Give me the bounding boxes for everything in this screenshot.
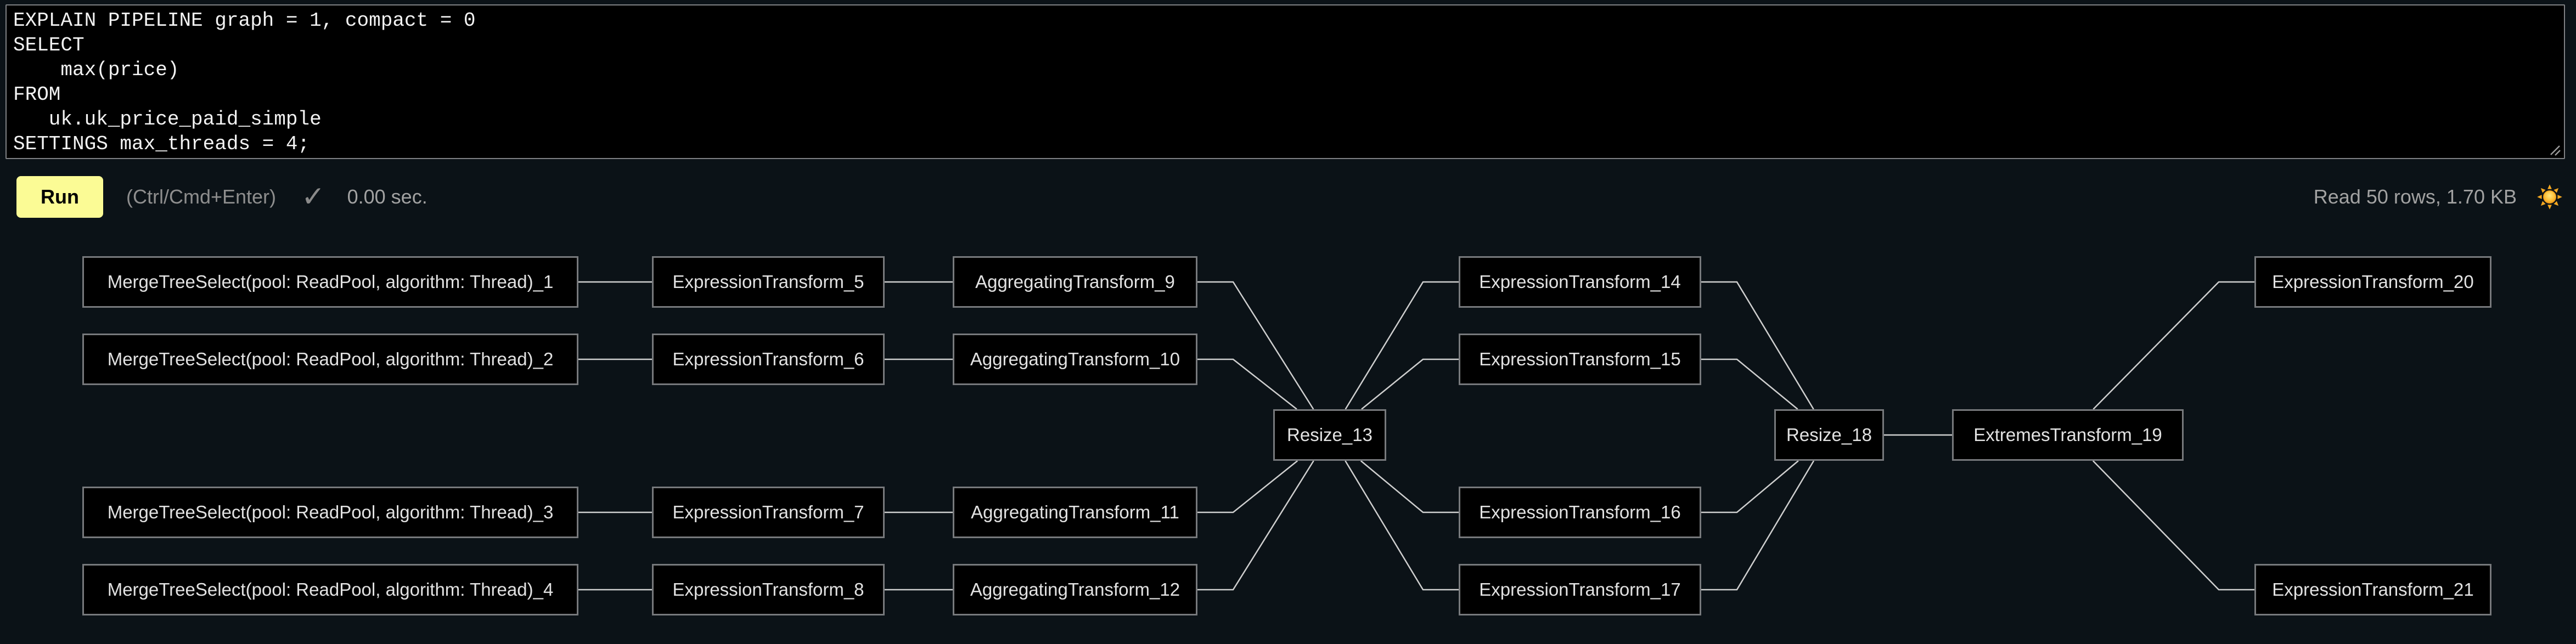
success-check-icon: ✓ [301,181,325,213]
run-button[interactable]: Run [16,176,103,218]
sun-icon [2537,184,2562,210]
pipeline-node-at12: AggregatingTransform_12 [953,564,1197,615]
pipeline-node-et21: ExpressionTransform_21 [2254,564,2491,615]
pipeline-node-mt4: MergeTreeSelect(pool: ReadPool, algorith… [82,564,578,615]
pipeline-node-et14: ExpressionTransform_14 [1459,256,1701,308]
pipeline-node-et8: ExpressionTransform_8 [652,564,885,615]
theme-toggle[interactable] [2536,184,2563,210]
pipeline-node-r18: Resize_18 [1774,409,1884,461]
pipeline-node-ex19: ExtremesTransform_19 [1952,409,2184,461]
pipeline-node-et7: ExpressionTransform_7 [652,487,885,538]
pipeline-node-et15: ExpressionTransform_15 [1459,334,1701,385]
resize-grip-icon [2550,145,2561,156]
pipeline-node-et16: ExpressionTransform_16 [1459,487,1701,538]
pipeline-node-et6: ExpressionTransform_6 [652,334,885,385]
toolbar: Run (Ctrl/Cmd+Enter) ✓ 0.00 sec. Read 50… [16,173,2563,221]
pipeline-node-mt2: MergeTreeSelect(pool: ReadPool, algorith… [82,334,578,385]
pipeline-node-et17: ExpressionTransform_17 [1459,564,1701,615]
pipeline-node-mt1: MergeTreeSelect(pool: ReadPool, algorith… [82,256,578,308]
query-elapsed-time: 0.00 sec. [347,185,428,208]
pipeline-node-et5: ExpressionTransform_5 [652,256,885,308]
toolbar-right: Read 50 rows, 1.70 KB [2314,184,2563,210]
toolbar-left: Run (Ctrl/Cmd+Enter) ✓ 0.00 sec. [16,176,428,218]
sql-editor[interactable]: EXPLAIN PIPELINE graph = 1, compact = 0 … [5,4,2565,159]
pipeline-node-r13: Resize_13 [1273,409,1386,461]
pipeline-node-at9: AggregatingTransform_9 [953,256,1197,308]
read-stats: Read 50 rows, 1.70 KB [2313,185,2517,208]
run-shortcut-hint: (Ctrl/Cmd+Enter) [126,185,277,208]
pipeline-node-mt3: MergeTreeSelect(pool: ReadPool, algorith… [82,487,578,538]
pipeline-node-at10: AggregatingTransform_10 [953,334,1197,385]
textarea-resize-grip[interactable] [2546,142,2563,158]
pipeline-node-at11: AggregatingTransform_11 [953,487,1197,538]
pipeline-node-et20: ExpressionTransform_20 [2254,256,2491,308]
